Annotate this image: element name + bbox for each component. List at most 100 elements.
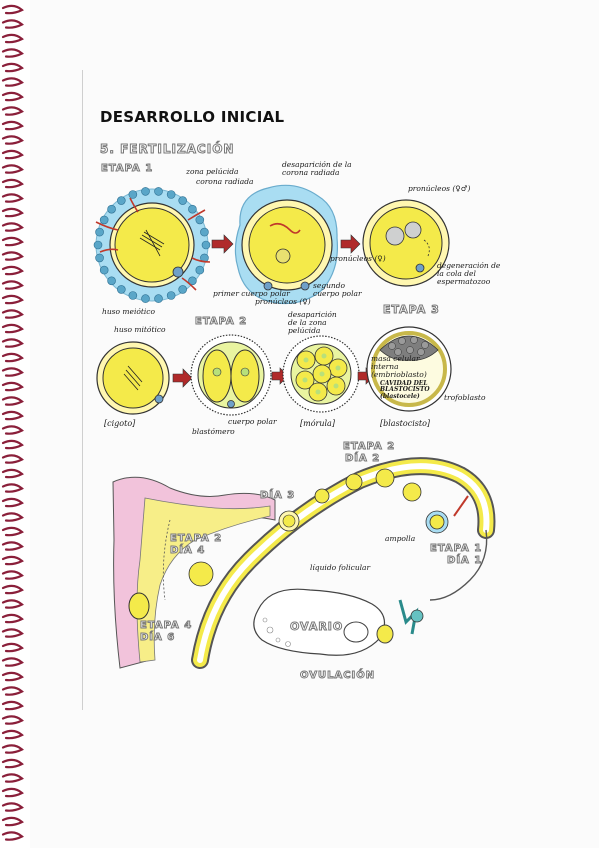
spiral-coil xyxy=(1,686,24,696)
corona-cell xyxy=(93,240,103,250)
corona-cell xyxy=(195,265,205,275)
etapa4-text: ETAPA 4 xyxy=(139,620,193,632)
spiral-coil xyxy=(1,729,24,740)
sperm-path xyxy=(453,495,469,517)
spiral-coil xyxy=(1,454,24,464)
spiral-coil xyxy=(1,787,24,798)
spiral-coil xyxy=(1,120,24,131)
spiral-coil xyxy=(1,526,24,537)
label-blastomero: blastómero xyxy=(192,427,235,436)
label-corona-radiada: corona radiada xyxy=(196,177,254,186)
arrow-1 xyxy=(211,234,234,254)
label-liquido-folicular: líquido folicular xyxy=(310,563,371,572)
spiral-coil xyxy=(1,570,24,580)
spiral-coil xyxy=(1,135,24,145)
label-etapa1-dia1: ETAPA 1 DÍA 1 xyxy=(429,543,482,567)
spiral-coil xyxy=(1,410,24,421)
spiral-coil xyxy=(1,657,24,667)
spiral-coil xyxy=(1,164,24,174)
corona-cell xyxy=(107,204,116,214)
ovary xyxy=(253,588,424,656)
corona-cell xyxy=(117,285,126,294)
spiral-coil xyxy=(1,439,24,450)
stage-3-heading: ETAPA 3 xyxy=(383,303,440,317)
corona-cell xyxy=(99,265,109,275)
corona-cell xyxy=(141,294,150,303)
label-pronucleos-f: pronúcleos (♀) xyxy=(330,254,386,263)
oocyte-corona-disappearing xyxy=(234,184,339,305)
label-segundo-cuerpo-polar: segundo cuerpo polar xyxy=(313,281,362,298)
corona-cell xyxy=(166,190,176,199)
spiral-coil xyxy=(1,106,24,116)
spiral-coil xyxy=(1,715,24,725)
spiral-coil xyxy=(1,251,24,261)
corona-cell xyxy=(201,240,211,250)
spiral-coil xyxy=(1,816,24,827)
corona-cell xyxy=(154,294,163,303)
spiral-binding xyxy=(1,4,24,841)
dia4-text: DÍA 4 xyxy=(169,545,206,557)
spiral-coil xyxy=(1,323,24,334)
corona-cell xyxy=(99,215,109,225)
label-cavidad: CAVIDAD DEL BLASTOCISTO (blastocele) xyxy=(380,380,430,400)
label-degeneracion: degeneración de la cola del espermatozoo xyxy=(437,261,501,286)
stage-2-heading: ETAPA 2 xyxy=(194,316,248,328)
spiral-coil xyxy=(1,294,24,305)
corona-cell xyxy=(188,276,197,286)
corona-cell xyxy=(166,291,176,300)
etapa2-dia4-text: ETAPA 2 xyxy=(169,533,223,545)
spiral-coil xyxy=(1,584,24,595)
spiral-coil xyxy=(1,91,24,102)
label-ovulacion: OVULACIÓN xyxy=(299,670,376,682)
spiral-coil xyxy=(1,381,24,392)
two-cell-stage xyxy=(190,334,272,416)
spiral-coil xyxy=(1,77,24,87)
embryo-stages-in-tube xyxy=(128,468,449,620)
label-trofoblasto: trofoblasto xyxy=(444,393,486,402)
spiral-coil xyxy=(1,19,24,29)
label-ampolla: ampolla xyxy=(385,534,416,543)
zygote xyxy=(96,341,170,415)
spiral-coil xyxy=(1,613,24,624)
spiral-coil xyxy=(1,541,24,551)
spiral-coil xyxy=(1,367,24,377)
label-cuerpo-polar: cuerpo polar xyxy=(228,417,277,426)
label-zona-pelucida: zona pelúcida xyxy=(186,167,239,176)
spiral-coil xyxy=(1,48,24,58)
label-huso-mitotico: huso mitótico xyxy=(114,325,166,334)
spiral-coil xyxy=(1,497,24,508)
spiral-coil xyxy=(1,512,24,522)
spiral-coil xyxy=(1,773,24,783)
label-etapa2-dia4: ETAPA 2 DÍA 4 xyxy=(169,533,223,557)
spiral-coil xyxy=(1,352,24,363)
label-blastocisto: [blastocisto] xyxy=(380,419,431,428)
label-huso-meiotico: huso meiótico xyxy=(102,307,156,316)
spiral-coil xyxy=(1,831,24,841)
spiral-coil xyxy=(1,744,24,754)
etapa2-text: ETAPA 2 xyxy=(343,441,396,453)
corona-cell xyxy=(95,253,104,263)
corona-cell xyxy=(107,276,116,286)
spiral-coil xyxy=(1,628,24,638)
spiral-coil xyxy=(1,700,24,711)
spiral-coil xyxy=(1,396,24,406)
oocyte-with-corona xyxy=(93,187,211,303)
label-primer-cuerpo-polar: primer cuerpo polar xyxy=(213,289,290,298)
spiral-coil xyxy=(1,62,24,73)
stage-1-heading: ETAPA 1 xyxy=(100,163,154,175)
label-cigoto: [cigoto] xyxy=(104,419,136,428)
corona-cell xyxy=(178,285,187,294)
spiral-coil xyxy=(1,193,24,203)
corona-cell xyxy=(178,196,187,205)
corona-cell xyxy=(95,227,104,237)
corona-cell xyxy=(128,190,138,199)
spiral-coil xyxy=(1,222,24,232)
blastocyst xyxy=(366,326,452,412)
label-desaparicion-zona: desaparición de la zona pelúcida xyxy=(288,310,337,335)
page-title: DESARROLLO INICIAL xyxy=(100,108,285,126)
label-desaparicion-corona: desaparición de la corona radiada xyxy=(282,160,352,177)
label-masa-celular: masa celular interna (embrioblasto) xyxy=(371,354,427,379)
corona-cell xyxy=(141,187,150,196)
spiral-coil xyxy=(1,265,24,276)
label-pronucleos-bottom: pronúcleos (♀) xyxy=(255,297,311,306)
